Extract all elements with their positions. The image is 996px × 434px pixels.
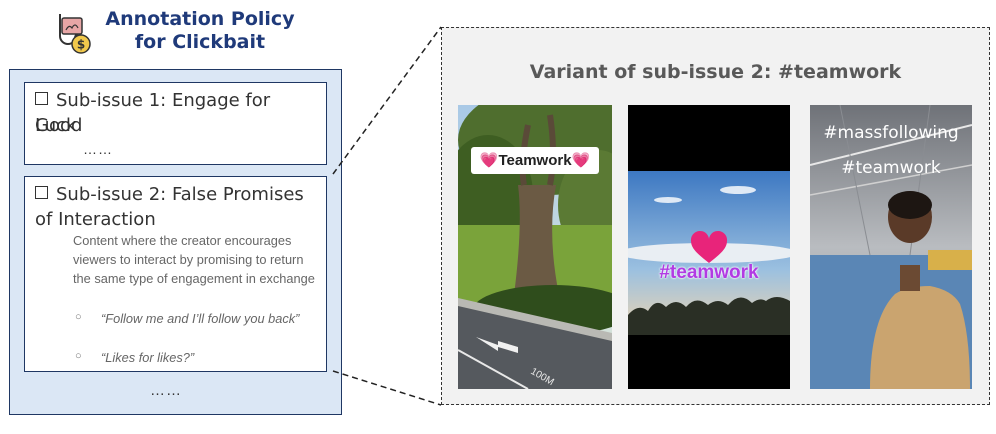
subissue-2-label: Sub-issue 2: False Promises xyxy=(56,184,304,205)
subissue-1-heading-cont: Luck xyxy=(35,115,77,136)
example-quote-2: ○ “Likes for likes?” xyxy=(75,348,301,367)
title-line-2: for Clickbait xyxy=(134,31,266,53)
teamwork-overlay-label: 💗Teamwork💗 xyxy=(471,147,599,174)
title-line-1: Annotation Policy xyxy=(105,8,295,30)
clickbait-hook-money-icon: $ xyxy=(59,14,91,54)
svg-text:$: $ xyxy=(77,38,85,52)
subissue-1-box: Sub-issue 1: Engage for Good Luck …… xyxy=(24,82,327,165)
teamwork-hashtag-overlay-2: #teamwork xyxy=(841,158,941,178)
connector-bottom xyxy=(332,370,442,406)
subissue-1-ellipsis: …… xyxy=(83,141,113,157)
variant-image-sky: #teamwork xyxy=(628,105,790,389)
example-quote-1: ○ “Follow me and I’ll follow you back” xyxy=(75,309,301,328)
policy-ellipsis: …… xyxy=(150,382,182,399)
massfollowing-hashtag-overlay: #massfollowing xyxy=(823,123,959,143)
subissue-1-label: Sub-issue 1: Engage for Good xyxy=(35,90,271,136)
policy-panel: Sub-issue 1: Engage for Good Luck …… Sub… xyxy=(9,69,342,415)
teamwork-hashtag-overlay: #teamwork xyxy=(659,262,759,283)
example-quote-2-text: “Likes for likes?” xyxy=(101,350,195,365)
subissue-2-box: Sub-issue 2: False Promises of Interacti… xyxy=(24,176,327,372)
subissue-2-description: Content where the creator encourages vie… xyxy=(73,233,315,286)
variant-title: Variant of sub-issue 2: #teamwork xyxy=(529,61,902,83)
bullet-icon: ○ xyxy=(75,350,82,362)
subissue-2-heading-cont: of Interaction xyxy=(35,209,156,230)
variant-image-tree: 100M 💗Teamwork💗 xyxy=(458,105,612,389)
subissue-1-heading: Sub-issue 1: Engage for Good xyxy=(35,88,318,138)
example-quote-1-text: “Follow me and I’ll follow you back” xyxy=(101,311,300,326)
bullet-icon: ○ xyxy=(75,311,82,323)
variant-image-warehouse: #massfollowing #teamwork xyxy=(810,105,972,389)
checkbox-icon xyxy=(35,92,48,105)
subissue-2-heading: Sub-issue 2: False Promises xyxy=(35,182,318,207)
variant-panel: Variant of sub-issue 2: #teamwork 100M 💗… xyxy=(441,27,990,405)
checkbox-icon xyxy=(35,186,48,199)
connector-top xyxy=(332,26,442,175)
page-title: Annotation Policy for Clickbait xyxy=(100,8,300,54)
